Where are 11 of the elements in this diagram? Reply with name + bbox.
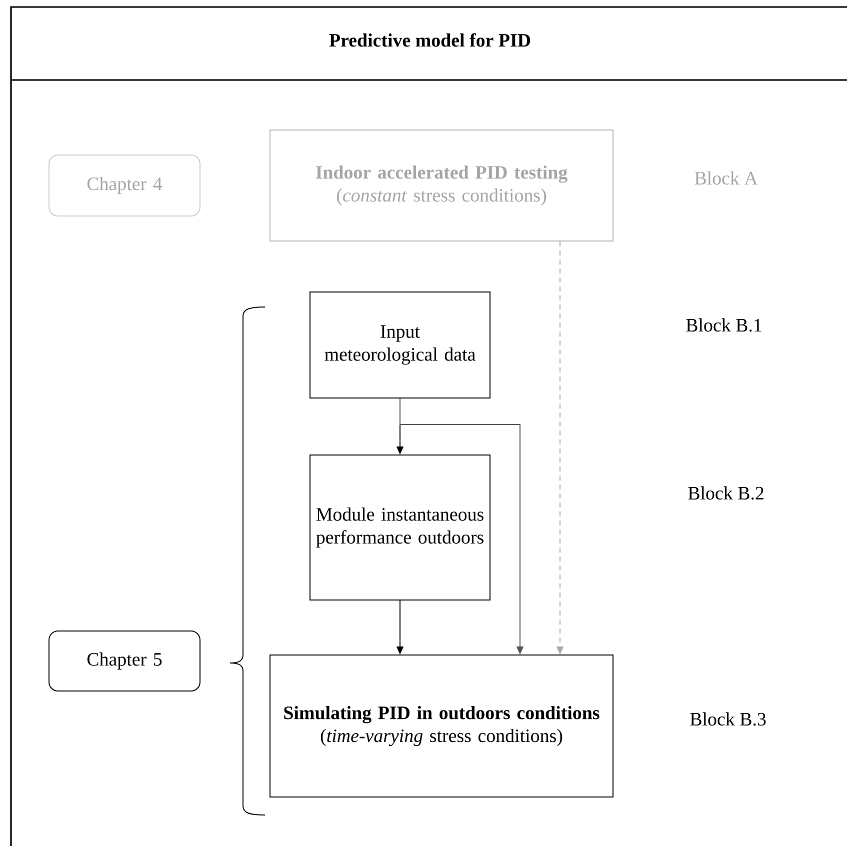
process-box: Module instantaneous performance outdoors xyxy=(310,454,490,600)
block-label: Block B.1 xyxy=(686,318,762,332)
process-box: Indoor accelerated PID testing (constant stress conditions) xyxy=(270,130,614,242)
chapter-box: Chapter 5 xyxy=(48,630,200,692)
chapter-box: Chapter 4 xyxy=(48,154,200,216)
process-box: Input meteorological data xyxy=(310,292,490,398)
block-label: Block B.2 xyxy=(688,486,764,500)
block-label: Block A xyxy=(694,171,758,185)
title: Predictive model for PID xyxy=(329,33,530,47)
block-label: Block B.3 xyxy=(690,712,766,726)
process-box: Simulating PID in outdoors conditions (time-varying stress conditions) xyxy=(270,654,614,798)
